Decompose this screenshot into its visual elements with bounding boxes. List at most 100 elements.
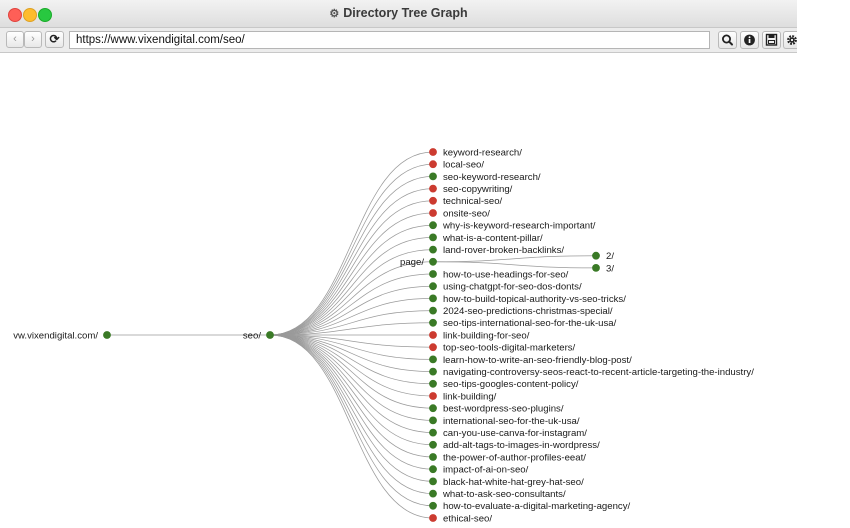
node-dot[interactable]	[592, 251, 600, 260]
tree-node[interactable]: 2/	[592, 251, 614, 262]
tree-node[interactable]: link-building-for-seo/	[429, 330, 530, 341]
node-dot[interactable]	[429, 270, 437, 278]
tree-node[interactable]: top-seo-tools-digital-marketers/	[429, 343, 576, 354]
url-input[interactable]: https://www.vixendigital.com/seo/	[69, 31, 710, 49]
tree-edge	[269, 261, 434, 336]
node-dot[interactable]	[429, 379, 437, 388]
tree-node[interactable]: seo-keyword-research/	[429, 172, 541, 183]
tree-node[interactable]: navigating-controversy-seos-react-to-rec…	[429, 367, 754, 378]
node-label: seo-tips-international-seo-for-the-uk-us…	[443, 318, 617, 329]
tree-node[interactable]: local-seo/	[429, 160, 484, 171]
node-dot[interactable]	[429, 428, 437, 437]
node-dot[interactable]	[103, 331, 111, 339]
node-dot[interactable]	[429, 257, 437, 266]
settings-button[interactable]	[783, 31, 797, 49]
tree-node[interactable]: black-hat-white-hat-grey-hat-seo/	[429, 477, 584, 488]
tree-node[interactable]: impact-of-ai-on-seo/	[429, 465, 529, 476]
tree-edge	[269, 334, 434, 421]
node-dot[interactable]	[429, 440, 437, 449]
search-button[interactable]	[718, 31, 737, 49]
tree-node[interactable]: can-you-use-canva-for-instagram/	[429, 428, 587, 439]
directory-tree-graph: keyword-research/local-seo/seo-keyword-r…	[13, 147, 754, 524]
node-dot[interactable]	[429, 148, 437, 156]
search-icon	[722, 34, 733, 46]
tree-node[interactable]: onsite-seo/	[429, 208, 490, 219]
node-label: how-to-use-headings-for-seo/	[443, 269, 569, 280]
node-dot[interactable]	[429, 294, 437, 303]
tree-node[interactable]: technical-seo/	[429, 196, 503, 207]
node-dot[interactable]	[266, 331, 274, 339]
minimize-window-button[interactable]	[23, 8, 37, 22]
seo-node[interactable]: seo/	[243, 330, 274, 341]
root-node[interactable]: vw.vixendigital.com/	[13, 330, 111, 341]
node-dot[interactable]	[429, 416, 437, 425]
tree-edge	[432, 261, 597, 269]
tree-node[interactable]: what-to-ask-seo-consultants/	[429, 489, 566, 500]
tree-node[interactable]: using-chatgpt-for-seo-dos-donts/	[429, 282, 582, 293]
node-dot[interactable]	[429, 331, 437, 339]
tree-node[interactable]: learn-how-to-write-an-seo-friendly-blog-…	[429, 355, 632, 366]
node-dot[interactable]	[429, 233, 437, 242]
tree-node[interactable]: seo-tips-googles-content-policy/	[429, 379, 579, 390]
tree-node[interactable]: why-is-keyword-research-important/	[429, 221, 596, 232]
tree-node[interactable]: best-wordpress-seo-plugins/	[429, 404, 564, 415]
tree-node[interactable]: keyword-research/	[429, 147, 522, 158]
node-dot[interactable]	[429, 196, 437, 205]
tree-node[interactable]: international-seo-for-the-uk-usa/	[429, 416, 580, 427]
tree-edge	[269, 334, 434, 482]
tree-node[interactable]: link-building/	[429, 391, 497, 402]
node-label: can-you-use-canva-for-instagram/	[443, 428, 587, 439]
node-dot[interactable]	[429, 465, 437, 474]
node-dot[interactable]	[429, 160, 437, 169]
node-dot[interactable]	[429, 343, 437, 352]
node-dot[interactable]	[429, 209, 437, 217]
node-label: navigating-controversy-seos-react-to-rec…	[443, 367, 754, 378]
tree-edge	[269, 310, 434, 336]
node-dot[interactable]	[429, 355, 437, 364]
zoom-window-button[interactable]	[38, 8, 52, 22]
tree-node[interactable]: ethical-seo/	[429, 513, 492, 524]
tree-edge	[269, 200, 434, 336]
tree-node[interactable]: land-rover-broken-backlinks/	[429, 245, 564, 256]
node-dot[interactable]	[429, 184, 437, 193]
node-dot[interactable]	[429, 404, 437, 413]
tree-edge	[269, 334, 434, 507]
tree-node[interactable]: how-to-build-topical-authority-vs-seo-tr…	[429, 294, 626, 305]
tree-node[interactable]: seo-tips-international-seo-for-the-uk-us…	[429, 318, 617, 329]
node-dot[interactable]	[429, 318, 437, 327]
tree-node[interactable]: 3/	[592, 263, 614, 274]
node-dot[interactable]	[429, 221, 437, 230]
tree-nodes: keyword-research/local-seo/seo-keyword-r…	[13, 147, 754, 524]
tree-node[interactable]: add-alt-tags-to-images-in-wordpress/	[429, 440, 600, 451]
tree-node[interactable]: 2024-seo-predictions-christmas-special/	[429, 306, 613, 317]
node-dot[interactable]	[429, 392, 437, 400]
save-button[interactable]	[762, 31, 781, 49]
window-title-area: ⚙Directory Tree Graph	[0, 0, 797, 27]
tree-node[interactable]: what-is-a-content-pillar/	[429, 233, 543, 244]
node-dot[interactable]	[592, 264, 600, 272]
node-dot[interactable]	[429, 514, 437, 522]
tree-edge	[269, 334, 434, 409]
info-button[interactable]	[740, 31, 759, 49]
node-dot[interactable]	[429, 501, 437, 510]
tree-node[interactable]: how-to-evaluate-a-digital-marketing-agen…	[429, 501, 631, 512]
reload-button[interactable]: ⟳	[45, 31, 64, 48]
forward-button[interactable]: ›	[24, 31, 42, 48]
node-dot[interactable]	[429, 477, 437, 486]
node-label: how-to-build-topical-authority-vs-seo-tr…	[443, 294, 626, 305]
tree-node[interactable]: the-power-of-author-profiles-eeat/	[429, 452, 586, 463]
node-dot[interactable]	[429, 282, 437, 291]
tree-node[interactable]: how-to-use-headings-for-seo/	[429, 269, 569, 280]
node-label: the-power-of-author-profiles-eeat/	[443, 452, 586, 463]
back-button[interactable]: ‹	[6, 31, 24, 48]
node-dot[interactable]	[429, 489, 437, 498]
node-dot[interactable]	[429, 453, 437, 461]
node-dot[interactable]	[429, 172, 437, 181]
node-dot[interactable]	[429, 367, 437, 376]
tree-node[interactable]: page/	[400, 257, 437, 268]
node-dot[interactable]	[429, 306, 437, 315]
node-label: 2/	[606, 251, 614, 262]
tree-node[interactable]: seo-copywriting/	[429, 184, 513, 195]
node-dot[interactable]	[429, 245, 437, 254]
close-window-button[interactable]	[8, 8, 22, 22]
